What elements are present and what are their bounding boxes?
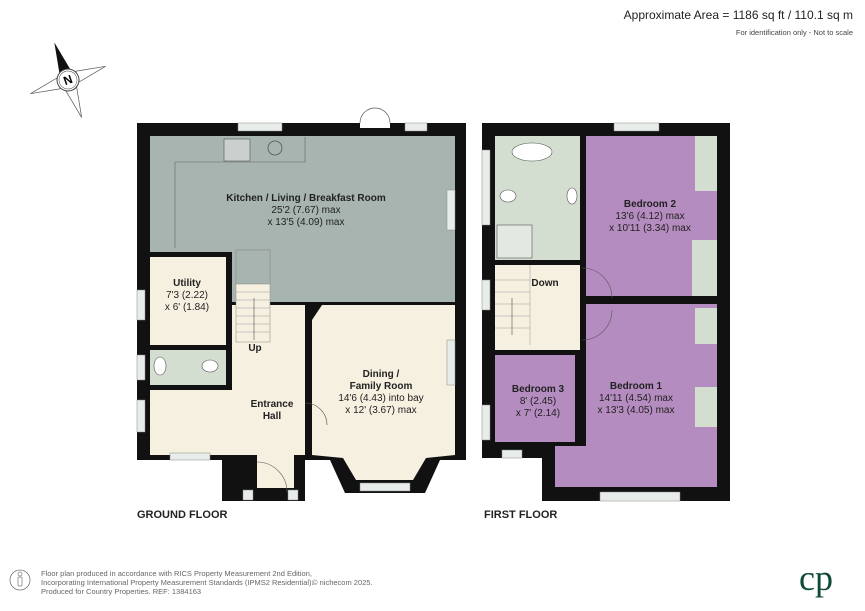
bedroom-1-label: Bedroom 1 (610, 381, 663, 392)
dining-dim2: x 12' (3.67) max (345, 405, 416, 416)
stair-treads (236, 291, 270, 340)
dining-label-2: Family Room (350, 381, 413, 392)
windows (136, 122, 456, 501)
disclaimer-line-3: Produced for Country Properties. REF: 13… (41, 587, 201, 596)
dining-label: Dining / (363, 369, 400, 380)
ground-floor-title: GROUND FLOOR (137, 509, 227, 521)
basin-icon (153, 356, 167, 376)
door-swings (581, 267, 613, 341)
french-doors (360, 122, 390, 128)
bath-icon (511, 142, 553, 162)
kitchen-dim1: 25'2 (7.67) max (271, 205, 340, 216)
disclaimer-line-1: Floor plan produced in accordance with R… (41, 569, 312, 578)
rics-person-icon (9, 569, 31, 591)
kitchen-room (150, 136, 455, 302)
utility-dim1: 7'3 (2.22) (166, 290, 208, 301)
bedroom-2-label: Bedroom 2 (624, 199, 677, 210)
stairs-up-label: Up (248, 343, 261, 354)
dining-room (312, 305, 455, 480)
basin-icon (566, 187, 578, 205)
hall-label-2: Hall (263, 411, 282, 422)
bedroom-3 (495, 355, 575, 442)
kitchen-label: Kitchen / Living / Breakfast Room (226, 193, 386, 204)
french-door-swing (359, 107, 391, 124)
copyright: © nichecom 2025. (312, 578, 373, 587)
kitchen-dim2: x 13'5 (4.09) max (268, 217, 345, 228)
approximate-area: Approximate Area = 1186 sq ft / 110.1 sq… (623, 8, 853, 22)
shower-icon (496, 224, 533, 259)
stairs-down-label: Down (531, 278, 558, 289)
stairs-down (495, 265, 531, 345)
bedroom-3-label: Bedroom 3 (512, 384, 565, 395)
utility-label: Utility (173, 278, 201, 289)
scale-note: For identification only - Not to scale (735, 28, 853, 37)
hall-label: Entrance (251, 399, 294, 410)
wardrobes (692, 136, 717, 427)
bedroom-1 (555, 304, 717, 487)
ground-floor-plan: Kitchen / Living / Breakfast Room 25'2 (… (136, 107, 466, 521)
first-floor-plan: Bedroom 2 13'6 (4.12) max x 10'11 (3.34)… (481, 122, 730, 521)
front-door-swing (256, 461, 288, 493)
first-floor-title: FIRST FLOOR (484, 509, 557, 521)
door-swing (304, 402, 328, 426)
worktop-outline (174, 137, 306, 248)
toilet-icon (499, 189, 517, 203)
disclaimer-line-2: Incorporating International Property Mea… (41, 578, 314, 587)
utility-dim2: x 6' (1.84) (165, 302, 209, 313)
bedroom-1-dim2: x 13'3 (4.05) max (598, 405, 675, 416)
bedroom-1-dim1: 14'11 (4.54) max (599, 393, 673, 404)
toilet-icon (201, 359, 219, 373)
country-properties-logo: cp (799, 558, 833, 598)
utility-room (150, 257, 226, 345)
bedroom-2-dim1: 13'6 (4.12) max (615, 211, 684, 222)
bedroom-3-dim1: 8' (2.45) (520, 396, 556, 407)
dining-dim1: 14'6 (4.43) into bay (338, 393, 423, 404)
landing (495, 265, 580, 350)
first-floor-windows (481, 122, 681, 502)
bedroom-2-dim2: x 10'11 (3.34) max (609, 223, 691, 234)
compass-icon (30, 42, 106, 118)
hob-icon (223, 138, 251, 162)
bedroom-3-dim2: x 7' (2.14) (516, 408, 560, 419)
sink-icon (267, 140, 283, 156)
hall-west (150, 390, 236, 455)
